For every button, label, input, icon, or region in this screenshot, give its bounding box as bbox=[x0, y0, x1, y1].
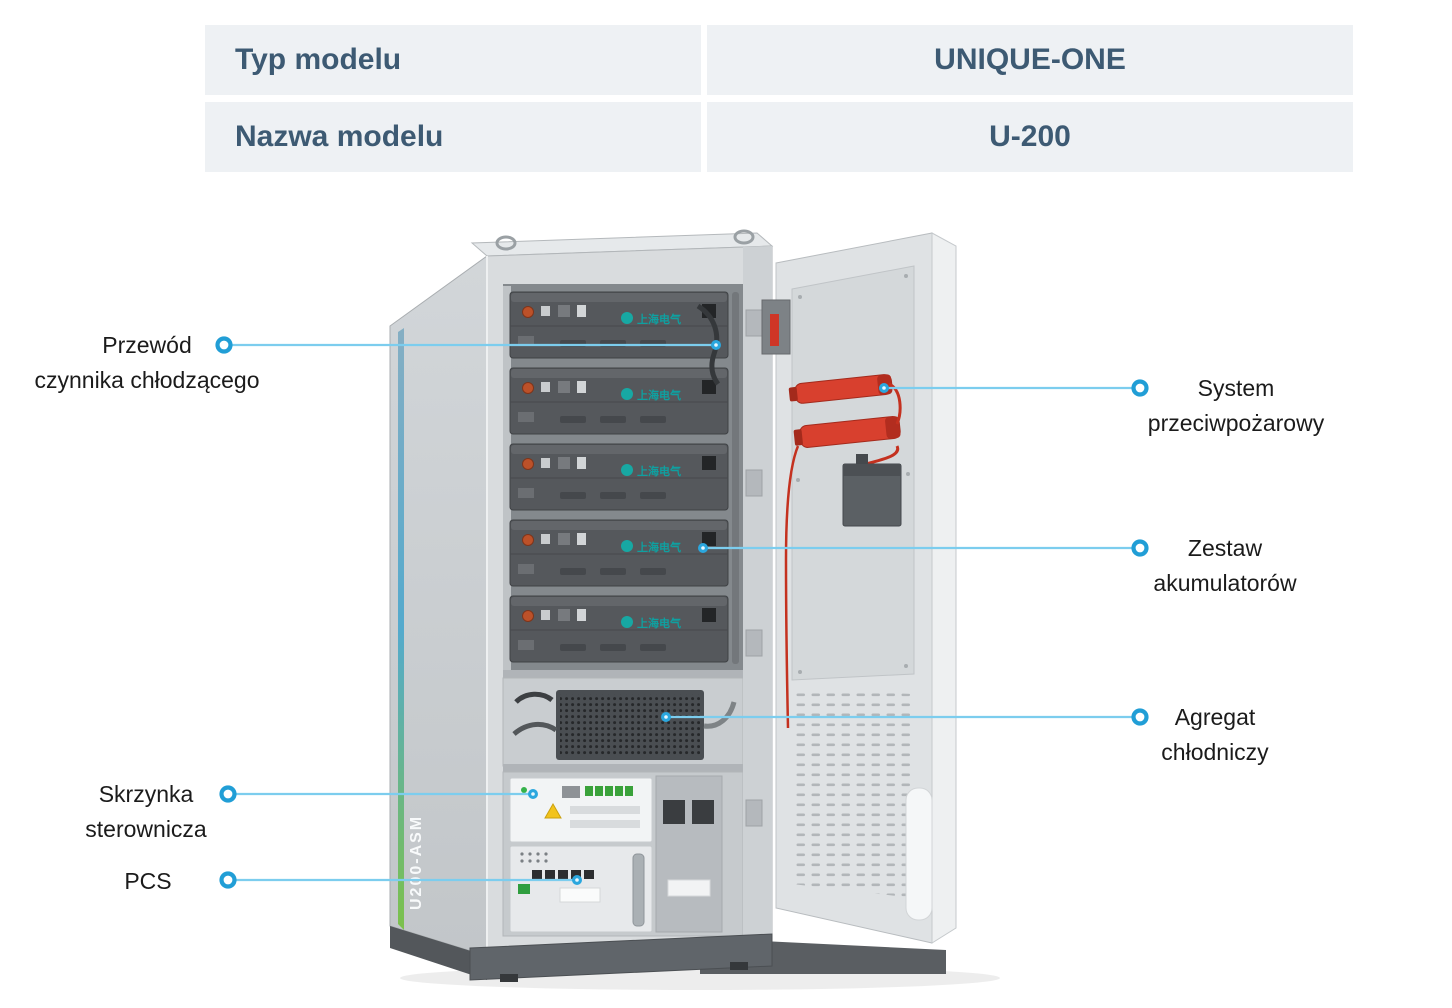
callouts bbox=[215, 336, 1149, 889]
label-pcs-line-1: PCS bbox=[124, 868, 172, 894]
shelf-divider bbox=[503, 670, 743, 678]
cooling-pipe-left bbox=[514, 691, 554, 704]
side-base bbox=[390, 926, 487, 980]
battery-module-3 bbox=[509, 443, 729, 511]
door-handle-cover bbox=[905, 787, 933, 921]
cooling-pipe-left2 bbox=[512, 722, 558, 736]
fire-tube-long bbox=[784, 445, 800, 729]
spec-value-model-type: UNIQUE-ONE bbox=[707, 25, 1353, 95]
battery-bay bbox=[503, 284, 743, 672]
battery-module-5 bbox=[509, 595, 729, 663]
label-coolant-line: Przewód czynnika chłodzącego bbox=[6, 328, 288, 398]
side-panel bbox=[389, 255, 488, 957]
marker-fire bbox=[1131, 379, 1149, 397]
marker-pcs bbox=[219, 871, 237, 889]
label-coolant-line-2: czynnika chłodzącego bbox=[34, 367, 260, 393]
door-vents bbox=[792, 690, 914, 898]
control-box bbox=[509, 777, 653, 843]
hinge-column bbox=[743, 246, 772, 940]
table-row: Nazwa modelu U-200 bbox=[205, 102, 1353, 172]
marker-battery bbox=[1131, 539, 1149, 557]
side-model-text: U200-ASM bbox=[408, 815, 425, 910]
label-battery-line-2: akumulatorów bbox=[1153, 570, 1297, 596]
battery-module-4 bbox=[509, 519, 729, 587]
table-row: Typ modelu UNIQUE-ONE bbox=[205, 25, 1353, 95]
pcs-handle bbox=[632, 853, 645, 927]
callout-fire bbox=[879, 379, 1149, 397]
label-battery-line-1: Zestaw bbox=[1187, 535, 1263, 561]
fire-tube bbox=[865, 445, 900, 466]
callout-cooling bbox=[661, 708, 1149, 726]
cooling-hose-right bbox=[703, 701, 737, 729]
battery-module-1 bbox=[509, 291, 729, 359]
model-spec-table: Typ modelu UNIQUE-ONE Nazwa modelu U-200 bbox=[205, 25, 1353, 179]
spec-value-model-name: U-200 bbox=[707, 102, 1353, 172]
label-pcs: PCS bbox=[100, 864, 196, 899]
callout-pcs bbox=[219, 871, 582, 889]
label-chiller: Agregat chłodniczy bbox=[1140, 700, 1290, 770]
label-control-line-2: sterownicza bbox=[85, 816, 207, 842]
marker-coolant bbox=[215, 336, 233, 354]
callout-control bbox=[219, 785, 538, 803]
lifting-eye-left bbox=[495, 235, 517, 251]
label-chiller-line-2: chłodniczy bbox=[1161, 739, 1269, 765]
cabinet-door bbox=[761, 232, 957, 944]
pcs-unit bbox=[509, 845, 653, 933]
label-control-box: Skrzynka sterownicza bbox=[56, 777, 236, 847]
spec-label-model-type: Typ modelu bbox=[205, 25, 701, 95]
label-control-line-1: Skrzynka bbox=[98, 781, 194, 807]
label-battery-pack: Zestaw akumulatorów bbox=[1145, 531, 1305, 601]
callout-battery bbox=[698, 539, 1149, 557]
aux-panel bbox=[655, 775, 723, 933]
label-fire-line-1: System bbox=[1197, 375, 1275, 401]
label-chiller-line-1: Agregat bbox=[1174, 704, 1256, 730]
marker-cooling bbox=[1131, 708, 1149, 726]
fire-tube bbox=[888, 382, 902, 425]
door-latch bbox=[770, 314, 779, 346]
label-coolant-line-1: Przewód bbox=[102, 332, 192, 358]
callout-coolant bbox=[215, 336, 721, 354]
lifting-eye-right bbox=[733, 229, 755, 245]
marker-control bbox=[219, 785, 237, 803]
cooling-bay bbox=[502, 677, 744, 767]
door-edge bbox=[931, 232, 957, 944]
warning-triangle-icon bbox=[544, 802, 562, 819]
cabinet-body: U200-ASM bbox=[389, 229, 774, 982]
label-fire-line-2: przeciwpożarowy bbox=[1147, 410, 1325, 436]
side-stripe bbox=[398, 328, 404, 930]
spec-label-model-name: Nazwa modelu bbox=[205, 102, 701, 172]
fire-cylinder-2 bbox=[793, 416, 901, 448]
battery-module-2 bbox=[509, 367, 729, 435]
base-plinth bbox=[469, 933, 773, 981]
bottom-bay bbox=[502, 771, 744, 937]
coolant-hose bbox=[696, 303, 721, 386]
label-fire-system: System przeciwpożarowy bbox=[1145, 371, 1327, 441]
shelf-divider-2 bbox=[503, 764, 743, 772]
foot bbox=[730, 962, 748, 970]
foot bbox=[500, 974, 518, 982]
